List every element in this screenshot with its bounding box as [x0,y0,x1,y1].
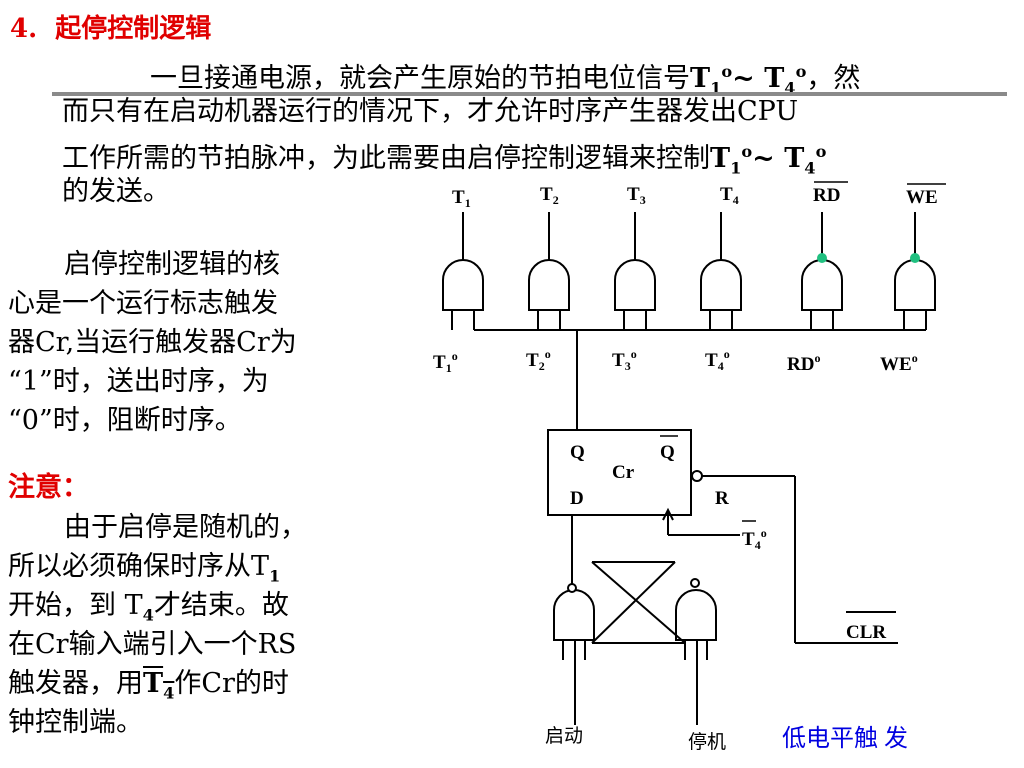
slide-title: 4. 起停控制逻辑 [10,8,211,45]
input-t1: T1 [452,187,471,210]
divider-rule [52,92,1007,96]
rd-inversion-dot [817,253,827,263]
output-t3o: T3o [612,347,637,373]
and-gate-we [894,212,936,330]
para3-line3: 开始，到 T4才结束。故 [8,590,289,625]
output-t1o: T1o [433,349,458,375]
para3-line1: 由于启停是随机的， [64,512,307,543]
para1-line1-end: ，然 [806,63,861,94]
para2-line2: 心是一个运行标志触发 [8,288,278,319]
para1-line1: 一旦接通电源，就会产生原始的节拍电位信号T1o~ T4o，然 [150,62,861,98]
para2-line4: “1”时，送出时序，为 [8,366,269,397]
ff-d-label: D [570,488,584,509]
para1-line3: 工作所需的节拍脉冲，为此需要由启停控制逻辑来控制T1o~ T4o [62,142,827,178]
para3-line3-b: 才结束。故 [153,590,289,621]
output-t4o: T4o [705,347,730,373]
para2-line1: 启停控制逻辑的核 [64,249,280,280]
para3-line2-text: 所以必须确保时序从T [8,551,270,582]
ff-r-label: R [715,488,729,509]
para3-line3-a: 开始，到 T [8,590,143,621]
para1-line4: 的发送。 [62,176,170,207]
and-gate-3 [614,212,656,330]
ff-name: Cr [612,462,635,483]
para3-line2: 所以必须确保时序从T1 [8,551,281,586]
range-sep: ~ [732,63,755,94]
para1-line3-text: 工作所需的节拍脉冲，为此需要由启停控制逻辑来控制 [62,143,710,174]
para3-line4: 在Cr输入端引入一个RS [8,629,297,660]
para3-line5-a: 触发器，用 [8,668,143,699]
start-label: 启动 [545,725,583,747]
title-text: 起停控制逻辑 [55,14,212,44]
para1-line2: 而只有在启动机器运行的情况下，才允许时序产生器发出CPU [62,96,799,127]
input-t3: T3 [627,184,646,207]
low-trigger-label: 低电平触 发 [782,725,908,752]
and-gate-4 [700,212,742,330]
and-gate-rd [801,212,843,330]
ff-q-label: Q [570,442,585,463]
and-gate-1 [442,212,484,330]
stop-label: 停机 [688,731,726,753]
para3-line6: 钟控制端。 [8,707,143,738]
input-rd: RD [813,185,840,206]
range-sep-2: ~ [752,143,775,174]
and-gate-2 [528,212,570,330]
title-number: 4. [10,14,38,44]
output-weo: WEo [880,351,918,375]
cr-flipflop [547,429,692,516]
para2-line3: 器Cr,当运行触发器Cr为 [8,327,297,358]
note-label: 注意： [8,472,89,503]
we-inversion-dot [910,253,920,263]
clock-t4o-label: T4o [742,526,767,552]
ff-qbar-label: Q [660,442,675,463]
output-rdo: RDo [787,351,820,375]
para1-line1-text: 一旦接通电源，就会产生原始的节拍电位信号 [150,63,690,94]
input-t4: T4 [720,184,739,207]
input-t2: T2 [540,184,559,207]
stop-gate [675,589,717,725]
start-gate [553,589,595,725]
para3-line5-b: 作Cr的时 [174,668,289,699]
para2-line5: “0”时，阻断时序。 [8,405,242,436]
clr-label: CLR [846,622,886,643]
input-we: WE [906,187,938,208]
output-t2o: T2o [526,347,551,373]
para3-line5: 触发器，用T4作Cr的时 [8,668,289,703]
